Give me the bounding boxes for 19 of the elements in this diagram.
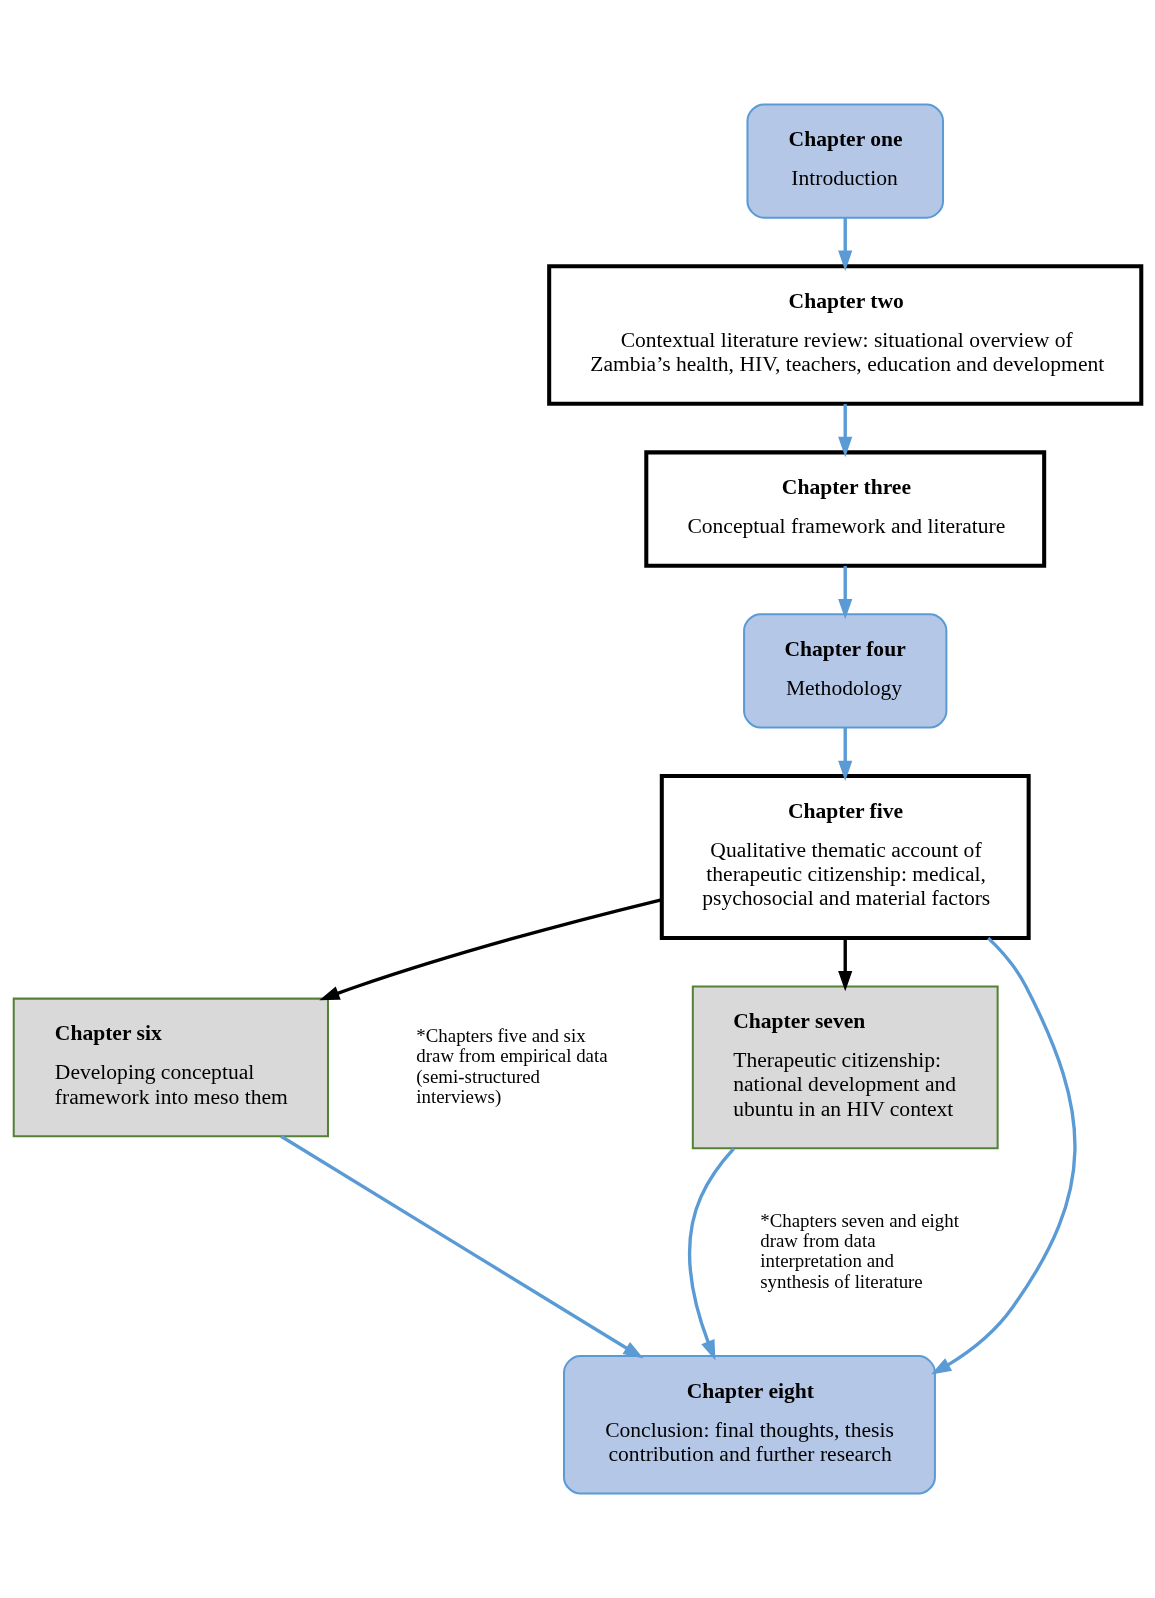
arrow bbox=[838, 566, 853, 620]
node-box: Chapter two Contextual literature review: situational overview of Zambia’s health, HIV, teachers, education and development bbox=[547, 264, 1144, 406]
arrow bbox=[280, 1134, 644, 1359]
arrow bbox=[319, 898, 662, 1001]
label: *Chapters seven and eight draw from data interpretation and synthesis of literature bbox=[760, 1209, 959, 1292]
node-box: Chapter three Conceptual framework and literature bbox=[644, 450, 1047, 568]
label: *Chapters five and six draw from empirical data (semi-structured interviews) bbox=[416, 1025, 608, 1107]
arrow bbox=[838, 218, 853, 271]
node-box: Chapter four Methodology bbox=[743, 613, 948, 729]
node-box: Chapter six Developing conceptual framework into meso them bbox=[12, 997, 329, 1138]
node-box: Chapter seven Therapeutic citizenship: national development and ubuntu in an HIV context bbox=[691, 985, 999, 1150]
node-box: Chapter one Introduction bbox=[746, 103, 944, 219]
arrow bbox=[688, 1147, 735, 1361]
arrow bbox=[838, 938, 853, 992]
arrow bbox=[838, 404, 853, 458]
arrow bbox=[838, 727, 853, 782]
node-box: Chapter eight Conclusion: final thoughts, thesis contribution and further research bbox=[563, 1355, 936, 1495]
arrow bbox=[931, 936, 1077, 1375]
node-box: Chapter five Qualitative thematic account of therapeutic citizenship: medical, psychosocial and material factors bbox=[659, 774, 1031, 940]
